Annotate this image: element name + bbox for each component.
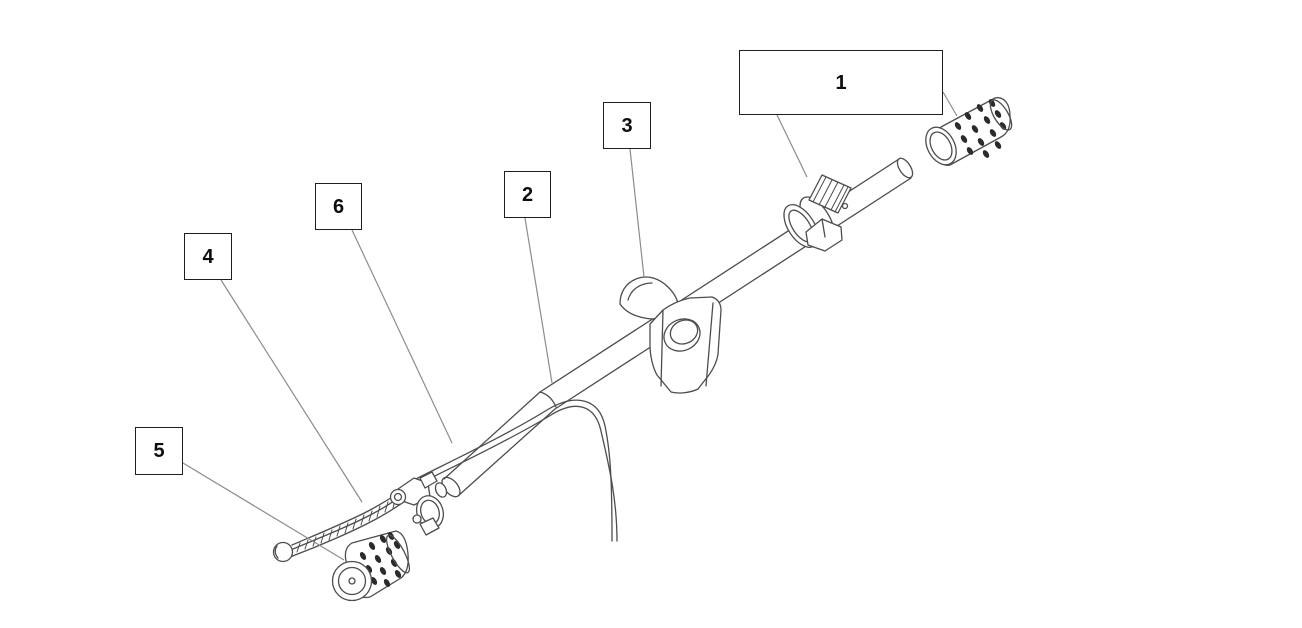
leader-line-1	[942, 91, 958, 117]
callout-box-1: 1	[739, 50, 943, 115]
callout-box-4: 4	[184, 233, 232, 280]
handlebar-tube	[441, 157, 914, 498]
leader-line-4	[220, 279, 363, 503]
leader-line-6	[351, 229, 453, 444]
callout-number: 3	[621, 114, 633, 137]
right-grip	[925, 97, 1013, 166]
callout-number: 6	[332, 195, 345, 218]
callout-box-5: 5	[135, 427, 183, 475]
callout-box-2: 2	[504, 171, 551, 218]
leader-lines	[182, 91, 958, 561]
left-grip	[331, 530, 411, 602]
bar-clamp	[619, 276, 722, 394]
brake-lever	[272, 471, 448, 563]
leader-line-3	[629, 148, 645, 278]
callout-number: 4	[202, 245, 214, 268]
leader-line-2	[524, 217, 553, 384]
callout-box-6: 6	[315, 183, 362, 230]
callout-number: 1	[835, 71, 847, 94]
brake-cable	[407, 399, 618, 542]
callout-number: 2	[521, 183, 534, 206]
callout-number: 5	[153, 440, 165, 462]
leader-line-5	[182, 462, 345, 561]
throttle-housing	[783, 174, 852, 252]
leader-line-1	[776, 114, 808, 178]
callout-box-3: 3	[603, 102, 651, 149]
